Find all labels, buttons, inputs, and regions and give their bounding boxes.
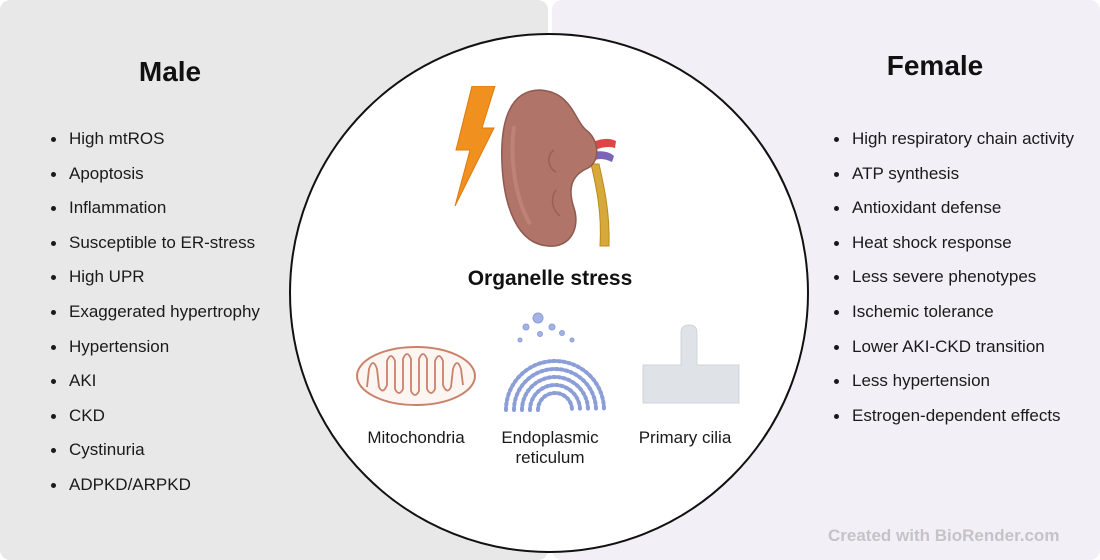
endoplasmic-reticulum-label: Endoplasmic reticulum: [490, 428, 610, 468]
list-item: ATP synthesis: [834, 164, 1074, 199]
list-item: Heat shock response: [834, 233, 1074, 268]
list-item: Hypertension: [51, 337, 260, 372]
list-item: ADPKD/ARPKD: [51, 475, 260, 510]
list-item: Apoptosis: [51, 164, 260, 199]
list-item: Inflammation: [51, 198, 260, 233]
male-heading: Male: [138, 56, 202, 87]
list-item: Susceptible to ER-stress: [51, 233, 260, 268]
center-title: Organelle stress: [467, 267, 633, 290]
mitochondria-label: Mitochondria: [367, 428, 465, 447]
er-label-line1: Endoplasmic: [501, 428, 599, 447]
list-item: Exaggerated hypertrophy: [51, 302, 260, 337]
lightning-bolt-icon: [454, 86, 496, 207]
list-item: Lower AKI-CKD transition: [834, 337, 1074, 372]
list-item: AKI: [51, 371, 260, 406]
list-item: Less hypertension: [834, 371, 1074, 406]
mitochondrion-icon: [356, 346, 476, 406]
female-heading: Female: [886, 50, 984, 81]
list-item: Antioxidant defense: [834, 198, 1074, 233]
list-item: Less severe phenotypes: [834, 267, 1074, 302]
list-item: Estrogen-dependent effects: [834, 406, 1074, 441]
list-item: High mtROS: [51, 129, 260, 164]
female-traits-list: High respiratory chain activity ATP synt…: [834, 129, 1074, 440]
biorender-credit: Created with BioRender.com: [828, 526, 1060, 545]
list-item: Cystinuria: [51, 440, 260, 475]
primary-cilia-label: Primary cilia: [638, 428, 732, 447]
male-traits-list: High mtROS Apoptosis Inflammation Suscep…: [51, 129, 260, 510]
kidney-icon: [501, 89, 616, 247]
list-item: Ischemic tolerance: [834, 302, 1074, 337]
list-item: CKD: [51, 406, 260, 441]
primary-cilium-icon: [642, 324, 740, 404]
list-item: High UPR: [51, 267, 260, 302]
er-label-line2: reticulum: [515, 448, 585, 467]
list-item: High respiratory chain activity: [834, 129, 1074, 164]
endoplasmic-reticulum-icon: [504, 312, 606, 412]
